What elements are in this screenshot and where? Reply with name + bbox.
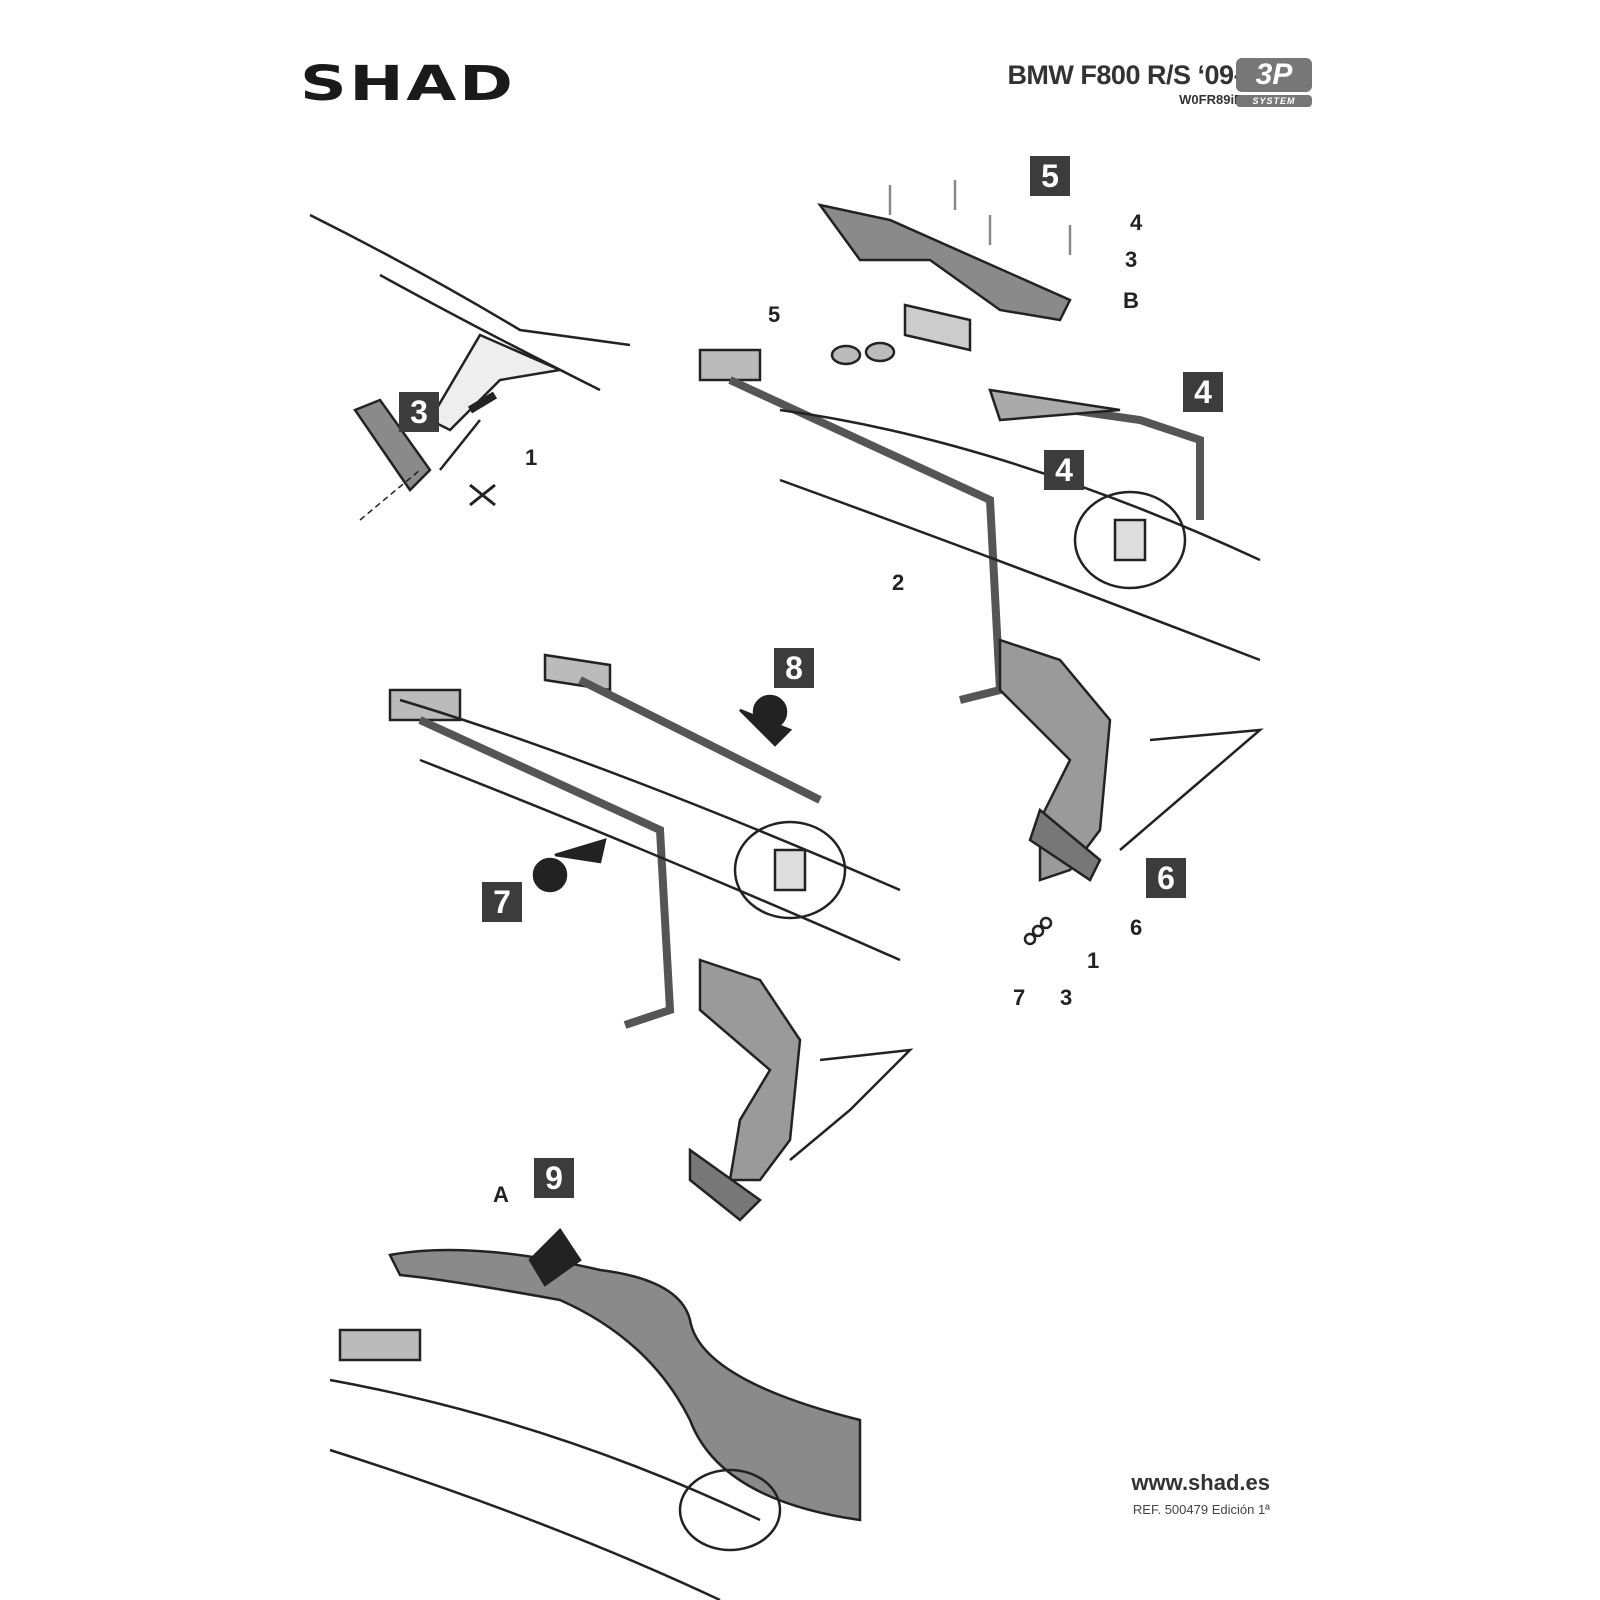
step7-8-illustration [388,653,914,1222]
step9-illustration [329,1228,862,1600]
callout-a: A [493,1182,509,1207]
step3-illustration [309,213,631,521]
shad-logo: SHAD [300,56,516,112]
step-badge-8: 8 [774,648,814,688]
callout-2: 2 [892,570,905,595]
callout-6: 6 [1130,915,1143,940]
badge-main: 3P [1236,58,1312,92]
step4-5-illustration [698,180,1264,946]
step-badge-7: 7 [482,882,522,922]
step-badge-4b: 4 [1044,450,1084,490]
product-code: W0FR89iF [1179,92,1242,107]
callout-4: 4 [1130,210,1143,235]
callout-1b: 1 [1087,948,1100,973]
callout-3b: 3 [1060,985,1073,1010]
callout-b: B [1123,288,1139,313]
callout-3: 3 [1125,247,1138,272]
step-badge-6: 6 [1146,858,1186,898]
callout-7: 7 [1013,985,1026,1010]
reference-number: REF. 500479 Edición 1ª [1132,1502,1270,1517]
model-title: BMW F800 R/S ‘09- [1007,60,1242,90]
badge-sub: SYSTEM [1236,95,1312,107]
website-url[interactable]: www.shad.es [1131,1470,1270,1495]
step-badge-4a: 4 [1183,372,1223,412]
callout-5: 5 [768,302,781,327]
step-badge-5: 5 [1030,156,1070,196]
3p-system-badge: 3P SYSTEM [1236,58,1312,108]
callout-1: 1 [525,445,538,470]
step-badge-9: 9 [534,1158,574,1198]
step-badge-3: 3 [399,392,439,432]
